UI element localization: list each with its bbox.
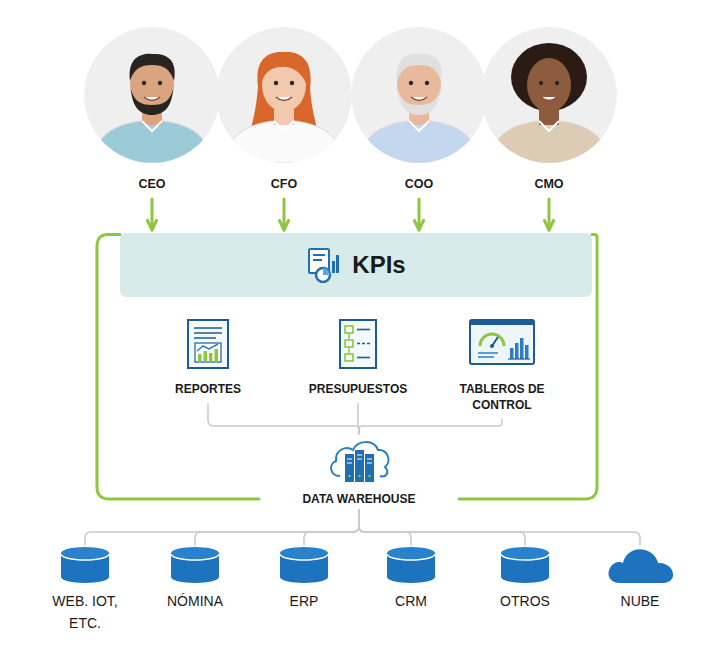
item-label: TABLEROS DE CONTROL xyxy=(447,382,557,413)
person-node: CFO xyxy=(216,27,352,191)
database-icon xyxy=(168,545,222,585)
node-icon xyxy=(351,27,487,163)
band-title: KPIs xyxy=(352,251,405,279)
node-icon xyxy=(216,27,352,163)
data-source: CRM xyxy=(366,545,456,613)
budget-icon xyxy=(336,318,380,370)
database-icon xyxy=(58,545,112,585)
database-icon xyxy=(277,545,331,585)
link-line xyxy=(359,419,502,434)
node-icon xyxy=(277,545,331,585)
warehouse-icon xyxy=(326,434,392,484)
cloud-icon xyxy=(604,545,676,585)
person-node: COO xyxy=(351,27,487,191)
output-item: TABLEROS DE CONTROL xyxy=(442,318,562,413)
link-line xyxy=(208,404,359,434)
link-line xyxy=(359,510,640,545)
node-icon xyxy=(84,27,220,163)
person-photo xyxy=(216,27,352,163)
person-node: CEO xyxy=(84,27,220,191)
report-icon xyxy=(186,318,230,370)
source-label: NUBE xyxy=(621,591,660,613)
flow-arrow xyxy=(418,199,421,230)
person-node: CMO xyxy=(481,27,617,191)
database-icon xyxy=(384,545,438,585)
warehouse-label: DATA WAREHOUSE xyxy=(302,492,415,506)
source-label: WEB. IOT, ETC. xyxy=(45,591,125,634)
data-source: NÓMINA xyxy=(150,545,240,613)
person-label: COO xyxy=(405,177,433,191)
source-label: OTROS xyxy=(500,591,550,613)
source-label: CRM xyxy=(395,591,427,613)
warehouse-node: DATA WAREHOUSE xyxy=(259,434,459,506)
node-icon xyxy=(384,545,438,585)
flow-arrow xyxy=(283,199,286,230)
person-label: CFO xyxy=(271,177,297,191)
node-icon xyxy=(58,545,112,585)
output-item: PRESUPUESTOS xyxy=(293,318,423,398)
person-label: CEO xyxy=(138,177,165,191)
link-line xyxy=(359,510,525,545)
source-label: ERP xyxy=(290,591,319,613)
item-label: REPORTES xyxy=(175,382,241,398)
node-icon xyxy=(481,27,617,163)
output-item: REPORTES xyxy=(148,318,268,398)
node-icon xyxy=(498,545,552,585)
dashboard-icon xyxy=(468,318,536,370)
link-line xyxy=(195,510,359,545)
data-source: NUBE xyxy=(595,545,685,613)
kpi-band: KPIs xyxy=(120,233,592,297)
person-label: CMO xyxy=(534,177,563,191)
link-line xyxy=(359,510,411,545)
node-icon xyxy=(186,318,230,370)
database-icon xyxy=(498,545,552,585)
node-icon xyxy=(468,318,536,370)
person-photo xyxy=(84,27,220,163)
data-source: ERP xyxy=(259,545,349,613)
kpi-icon xyxy=(306,247,340,283)
person-photo xyxy=(351,27,487,163)
node-icon xyxy=(326,434,392,484)
flow-arrow xyxy=(548,199,551,230)
data-source: OTROS xyxy=(480,545,570,613)
node-icon xyxy=(168,545,222,585)
link-line xyxy=(85,510,359,545)
flow-arrow xyxy=(151,199,154,230)
node-icon xyxy=(604,545,676,585)
node-icon xyxy=(306,247,340,283)
link-line xyxy=(304,510,359,545)
person-photo xyxy=(481,27,617,163)
data-source: WEB. IOT, ETC. xyxy=(40,545,130,634)
item-label: PRESUPUESTOS xyxy=(309,382,407,398)
node-icon xyxy=(336,318,380,370)
source-label: NÓMINA xyxy=(167,591,223,613)
